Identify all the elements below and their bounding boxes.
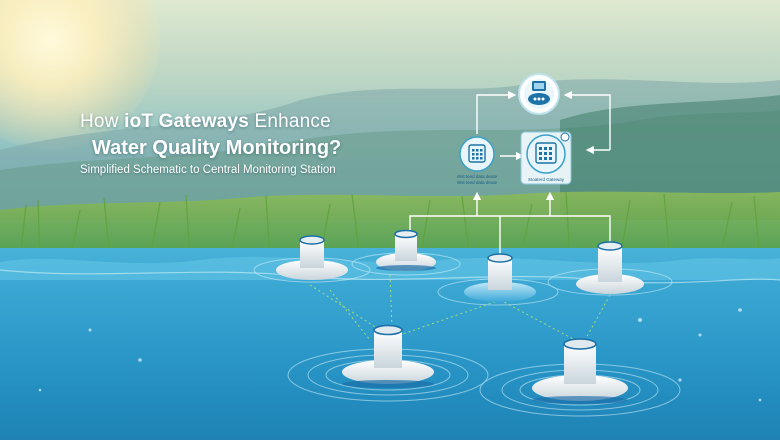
sensor-buoy-2 [376,229,436,271]
sensor-buoy-5 [342,324,434,388]
subtitle: Simplified Schematic to Central Monitori… [80,164,336,176]
headline-line-1: How ioT Gateways Enhance [80,111,341,133]
headline-line-2: Water Quality Monitoring? [92,137,342,159]
headline-prefix: How [80,111,125,132]
sensor-buoy-1 [276,235,348,280]
cloud-server-icon [518,73,560,115]
connector-lines [409,90,611,256]
headline: How ioT Gateways Enhance Water Quality M… [80,111,341,160]
sensor-buoy-3-active [464,253,536,302]
headline-keyword: ioT Gateways [124,111,249,132]
sensor-buoy-6 [532,338,628,404]
data-logger-icon [459,136,495,172]
right-node-caption: Stoaterd Gateway [528,177,565,182]
sensor-links [309,274,611,341]
left-node-caption: Wst teed data deute [457,174,498,179]
sensor-buoy-4 [576,241,644,294]
gateway-device-icon [520,131,572,185]
left-node-caption-small: Wst teed data deute [457,180,498,185]
headline-suffix: Enhance [248,111,331,132]
